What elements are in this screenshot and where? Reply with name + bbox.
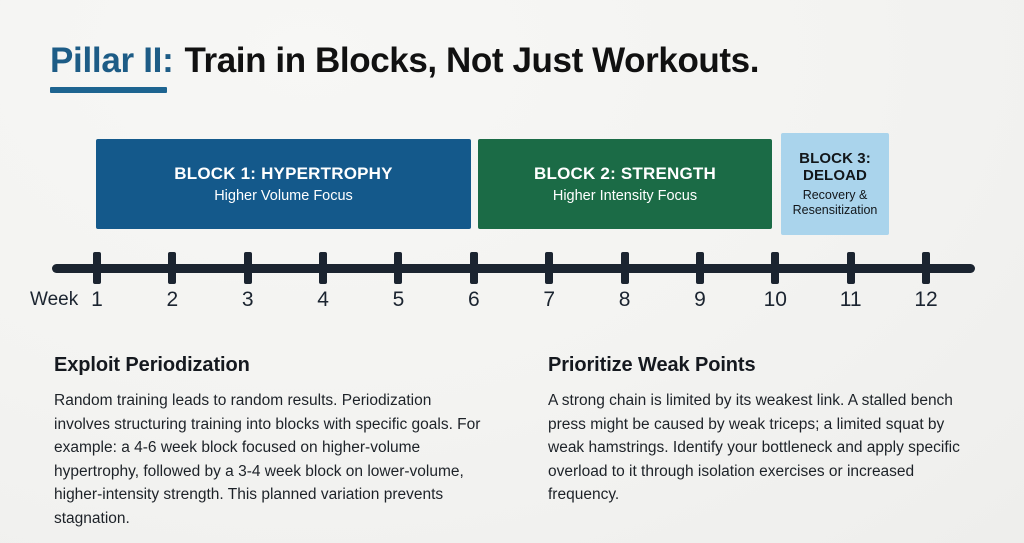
timeline-tick: [319, 252, 328, 284]
timeline-tick: [922, 252, 930, 284]
column-heading: Prioritize Weak Points: [548, 354, 756, 376]
timeline-tick-label: 11: [839, 288, 862, 311]
timeline-tick-label: 2: [166, 288, 179, 311]
timeline-tick-label: 3: [241, 288, 254, 311]
title-accent: Pillar II:: [50, 41, 174, 93]
timeline-axis: [52, 264, 975, 273]
block-title-line-2: DELOAD: [803, 166, 867, 184]
training-block-hypertrophy[interactable]: BLOCK 1: HYPERTROPHY Higher Volume Focus: [96, 139, 471, 229]
timeline-tick: [545, 252, 554, 284]
timeline-tick-label: 5: [392, 288, 405, 311]
block-subtitle-line-2: Resensitization: [792, 202, 878, 217]
timeline-tick: [695, 252, 704, 284]
title-accent-text: Pillar II:: [50, 41, 174, 80]
text-column-exploit-periodization: Exploit Periodization Random training le…: [54, 354, 486, 530]
block-title: BLOCK 2: STRENGTH: [534, 163, 716, 183]
block-title: BLOCK 1: HYPERTROPHY: [174, 163, 393, 183]
title-main-text: Train in Blocks, Not Just Workouts.: [184, 41, 760, 80]
timeline-tick-label: 1: [91, 288, 103, 311]
block-subtitle-line-1: Recovery &: [802, 188, 868, 203]
timeline-tick: [394, 252, 403, 284]
block-title: BLOCK 3: DELOAD: [799, 149, 871, 185]
block-subtitle: Recovery & Resensitization: [793, 188, 878, 217]
block-subtitle: Higher Volume Focus: [214, 187, 353, 204]
timeline-tick-label: 9: [694, 288, 706, 311]
timeline-tick: [771, 252, 780, 284]
timeline-tick: [93, 252, 101, 284]
page-title: Pillar II: Train in Blocks, Not Just Wor…: [50, 41, 760, 93]
timeline-tick-label: 4: [317, 288, 329, 311]
block-title-line-1: BLOCK 3:: [799, 149, 871, 167]
timeline-tick-label: 6: [467, 288, 480, 311]
timeline-tick: [243, 252, 252, 284]
text-column-prioritize-weak-points: Prioritize Weak Points A strong chain is…: [548, 354, 968, 507]
column-heading: Exploit Periodization: [54, 354, 250, 376]
timeline-tick-label: 7: [543, 288, 556, 311]
timeline-tick: [846, 252, 855, 284]
timeline-tick-label: 8: [618, 288, 631, 311]
timeline-tick: [469, 252, 478, 284]
timeline-tick: [620, 252, 629, 284]
training-block-deload[interactable]: BLOCK 3: DELOAD Recovery & Resensitizati…: [781, 133, 889, 235]
column-body: Random training leads to random results.…: [54, 392, 481, 527]
training-block-strength[interactable]: BLOCK 2: STRENGTH Higher Intensity Focus: [478, 139, 772, 229]
timeline-tick-label: 10: [763, 288, 787, 311]
timeline-tick-label: 12: [914, 288, 938, 311]
title-underline: [50, 87, 168, 93]
timeline-tick: [168, 252, 177, 284]
block-subtitle: Higher Intensity Focus: [552, 187, 698, 204]
column-body: A strong chain is limited by its weakest…: [548, 392, 960, 504]
